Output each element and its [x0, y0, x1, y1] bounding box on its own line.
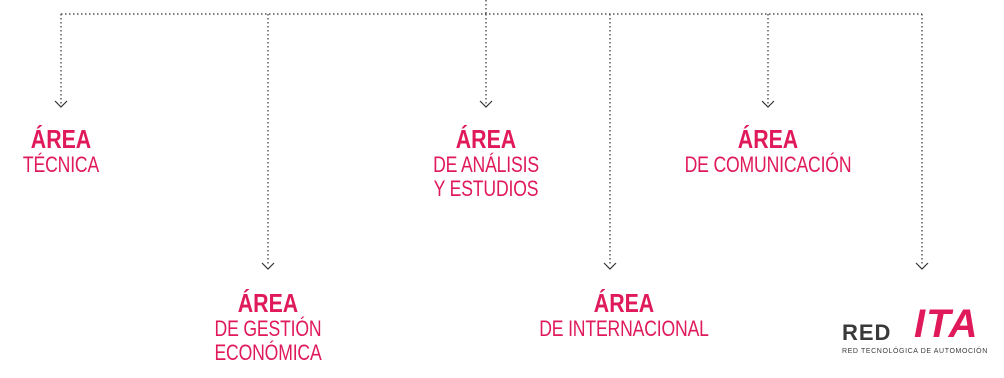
- area-label: DE COMUNICACIÓN: [684, 152, 852, 177]
- area-title: ÁREA: [455, 124, 517, 154]
- area-title: ÁREA: [737, 124, 799, 154]
- chevron-down-icon: [54, 100, 68, 108]
- area-title: ÁREA: [593, 288, 655, 318]
- logo-word-ita: ITA: [914, 302, 979, 346]
- area-analisis-estudios: ÁREA DE ANÁLISIS Y ESTUDIOS: [420, 125, 552, 201]
- area-title: ÁREA: [30, 124, 92, 154]
- chevron-down-icon: [761, 100, 775, 108]
- chevron-down-icon: [261, 262, 275, 270]
- area-label: DE ANÁLISIS: [433, 152, 539, 177]
- area-label: DE INTERNACIONAL: [539, 316, 709, 341]
- chevron-down-icon: [603, 262, 617, 270]
- area-label: Y ESTUDIOS: [433, 176, 539, 201]
- area-label: TÉCNICA: [22, 152, 100, 177]
- chevron-down-icon: [915, 262, 929, 270]
- area-title: ÁREA: [237, 288, 299, 318]
- area-internacional: ÁREA DE INTERNACIONAL: [518, 289, 730, 341]
- logo-word-red: RED: [842, 320, 892, 345]
- red-ita-logo: RED ITA RED TECNOLÓGICA DE AUTOMOCIÓN: [842, 302, 992, 362]
- area-tecnica: ÁREA TÉCNICA: [13, 125, 108, 177]
- area-comunicacion: ÁREA DE COMUNICACIÓN: [664, 125, 872, 177]
- area-label: DE GESTIÓN: [214, 316, 322, 341]
- area-label: ECONÓMICA: [214, 340, 322, 365]
- area-gestion-economica: ÁREA DE GESTIÓN ECONÓMICA: [201, 289, 335, 365]
- chevron-down-icon: [479, 100, 493, 108]
- logo-tagline: RED TECNOLÓGICA DE AUTOMOCIÓN: [842, 348, 988, 355]
